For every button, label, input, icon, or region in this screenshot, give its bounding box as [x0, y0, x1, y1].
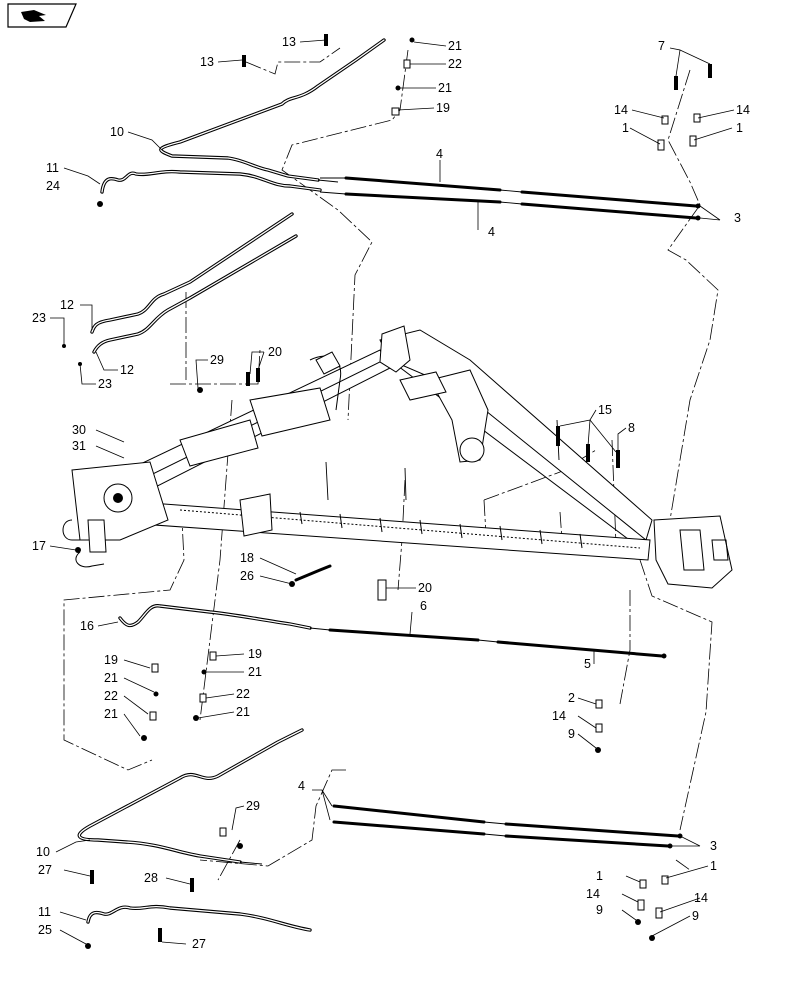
line-11-bottom	[86, 904, 312, 932]
callout-12: 12	[60, 298, 74, 312]
callout-22: 22	[448, 57, 462, 71]
callout-21: 21	[248, 665, 262, 679]
callout-27: 27	[192, 937, 206, 951]
hoses-4-top	[319, 176, 701, 221]
callout-15: 15	[598, 403, 612, 417]
callout-14: 14	[736, 103, 750, 117]
callout-21: 21	[104, 671, 118, 685]
callout-4: 4	[488, 225, 495, 239]
callout-4: 4	[436, 147, 443, 161]
implement-frame	[62, 325, 733, 589]
fittings	[62, 34, 712, 949]
callout-10: 10	[110, 125, 124, 139]
callout-19: 19	[248, 647, 262, 661]
callout-27: 27	[38, 863, 52, 877]
callout-24: 24	[46, 179, 60, 193]
callout-30: 30	[72, 423, 86, 437]
callout-29: 29	[210, 353, 224, 367]
callout-28: 28	[144, 871, 158, 885]
callout-2: 2	[568, 691, 575, 705]
line-12	[90, 212, 298, 354]
callout-26: 26	[240, 569, 254, 583]
callout-14: 14	[614, 103, 628, 117]
callout-18: 18	[240, 551, 254, 565]
line-10-top	[159, 38, 386, 183]
callout-10: 10	[36, 845, 50, 859]
callout-21: 21	[438, 81, 452, 95]
next-page-arrow-icon[interactable]	[7, 3, 77, 28]
callout-11: 11	[46, 161, 59, 175]
callout-20: 20	[418, 581, 432, 595]
callout-1: 1	[622, 121, 629, 135]
callout-17: 17	[32, 539, 46, 553]
line-11-top	[100, 169, 322, 194]
callout-21: 21	[448, 39, 462, 53]
callout-1: 1	[736, 121, 743, 135]
callout-6: 6	[420, 599, 427, 613]
leader-lines	[49, 39, 735, 945]
callout-22: 22	[236, 687, 250, 701]
callout-3: 3	[710, 839, 717, 853]
callout-13: 13	[282, 35, 296, 49]
callout-4: 4	[298, 779, 305, 793]
callout-16: 16	[80, 619, 94, 633]
callout-31: 31	[72, 439, 86, 453]
callout-12: 12	[120, 363, 134, 377]
callout-13: 13	[200, 55, 214, 69]
hoses-4-bottom	[332, 804, 683, 849]
callout-11: 11	[38, 905, 51, 919]
callout-5: 5	[584, 657, 591, 671]
callout-9: 9	[568, 727, 575, 741]
callout-8: 8	[628, 421, 635, 435]
callout-21: 21	[236, 705, 250, 719]
callout-labels: 13 13 21 22 21 19 7 14 14 1 1 10 11 24 4…	[32, 35, 750, 951]
callout-22: 22	[104, 689, 118, 703]
callout-1: 1	[710, 859, 717, 873]
callout-1: 1	[596, 869, 603, 883]
callout-7: 7	[658, 39, 665, 53]
line-10-bottom	[77, 728, 304, 865]
callout-14: 14	[694, 891, 708, 905]
callout-19: 19	[104, 653, 118, 667]
callout-29: 29	[246, 799, 260, 813]
callout-9: 9	[596, 903, 603, 917]
callout-19: 19	[436, 101, 450, 115]
callout-20: 20	[268, 345, 282, 359]
callout-23: 23	[98, 377, 112, 391]
callout-9: 9	[692, 909, 699, 923]
line-16-and-hoses	[118, 604, 667, 659]
callout-3: 3	[734, 211, 741, 225]
callout-14: 14	[552, 709, 566, 723]
callout-25: 25	[38, 923, 52, 937]
callout-23: 23	[32, 311, 46, 325]
callout-14: 14	[586, 887, 600, 901]
callout-21: 21	[104, 707, 118, 721]
